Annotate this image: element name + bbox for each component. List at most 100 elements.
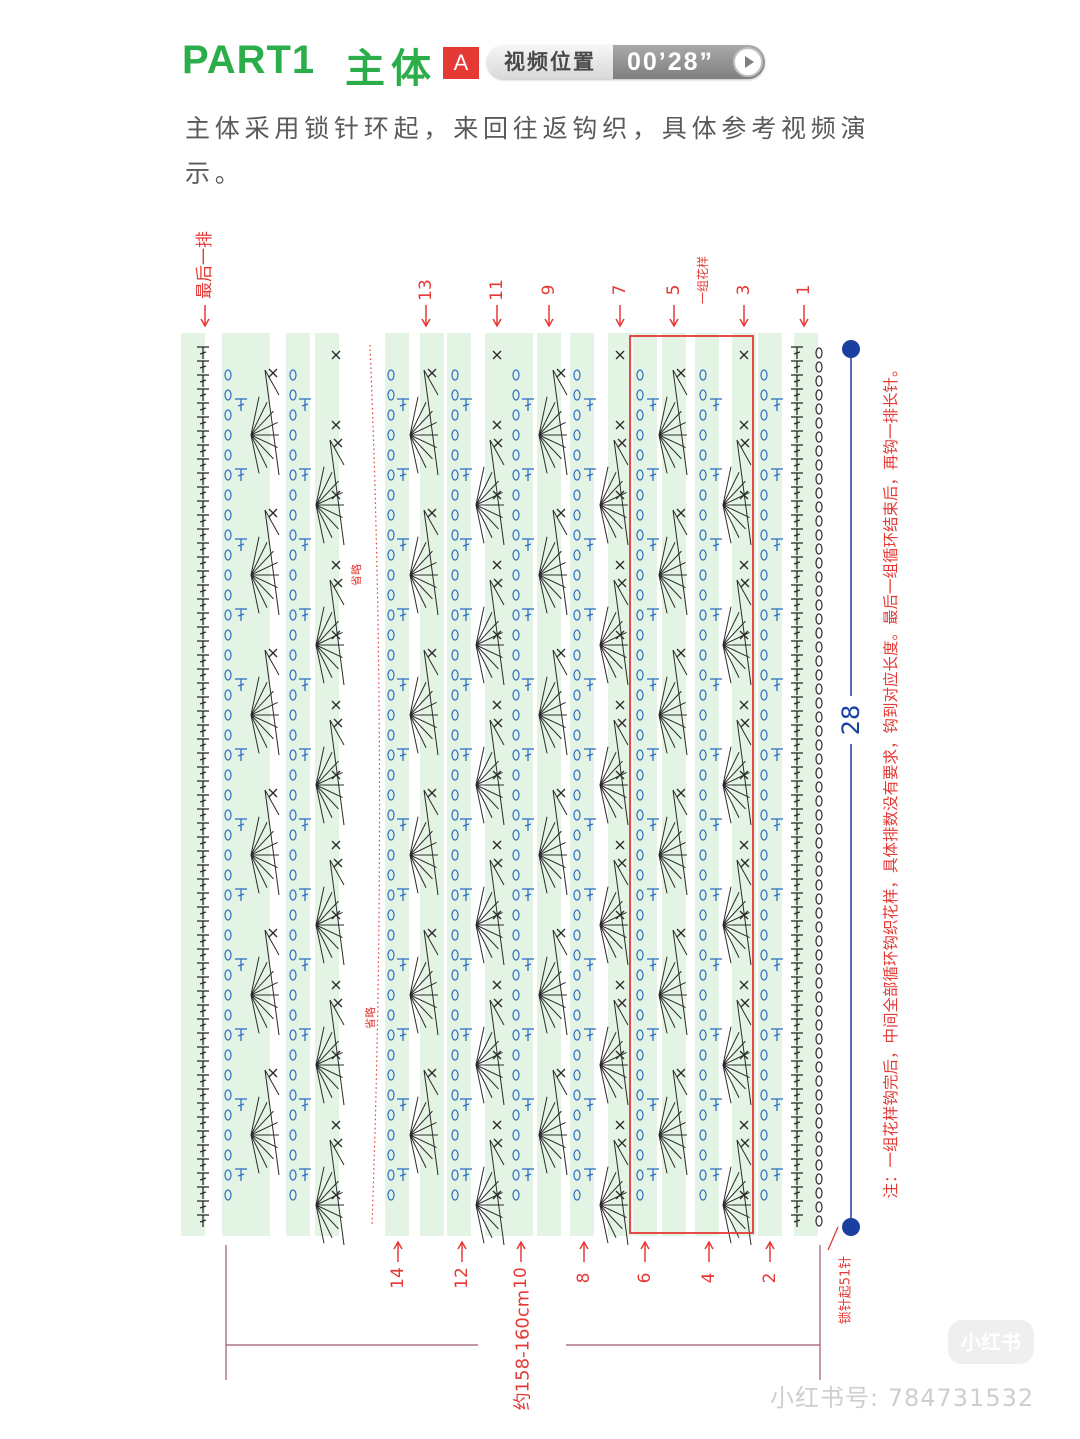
start-chain-pointer — [827, 1226, 839, 1251]
blue-treble-stitch — [399, 543, 407, 547]
chain-stitch — [699, 449, 707, 461]
shell-fan-spoke — [538, 434, 566, 449]
single-crochet — [493, 578, 503, 588]
chain-stitch — [224, 609, 232, 621]
chain-stitch — [289, 609, 297, 621]
shell-fan-spoke — [722, 924, 746, 950]
chain-stitch — [289, 749, 297, 761]
zigzag-chain — [264, 789, 280, 896]
shell-fan-spoke — [315, 480, 339, 506]
single-crochet — [615, 980, 625, 990]
shell-fan-spoke — [250, 574, 268, 608]
blue-treble-stitch — [301, 613, 309, 617]
shell-fan-spoke — [409, 714, 427, 748]
chain-stitch — [573, 589, 581, 601]
shell-fan-spoke — [409, 574, 419, 614]
video-position-pill[interactable]: 视频位置 00’28” — [487, 45, 765, 79]
chain-stitch — [573, 689, 581, 701]
chain-stitch — [815, 1145, 823, 1157]
blue-treble-stitch — [237, 1033, 245, 1037]
chain-stitch — [512, 929, 520, 941]
chain-stitch — [815, 445, 823, 457]
shell-fan-spoke — [599, 1172, 617, 1206]
shell-fan-spoke — [475, 612, 493, 646]
shell-fan-spoke — [250, 396, 260, 436]
chain-stitch — [289, 469, 297, 481]
bottom-row-label: 12 — [452, 1267, 472, 1289]
row-band — [420, 333, 444, 1236]
chain-stitch — [387, 1169, 395, 1181]
single-crochet — [615, 1190, 625, 1200]
shell-fan-spoke — [250, 854, 278, 869]
chain-stitch — [636, 649, 644, 661]
chain-stitch — [387, 469, 395, 481]
chain-stitch — [636, 609, 644, 621]
zigzag-chain — [423, 649, 439, 756]
chain-stitch — [636, 1169, 644, 1181]
shell-fan-spoke — [250, 854, 274, 880]
chain-stitch — [451, 429, 459, 441]
blue-treble-stitch — [301, 403, 309, 407]
shell-fan-spoke — [250, 854, 260, 894]
shell-fan-spoke — [658, 574, 676, 608]
treble-stitch — [199, 407, 207, 411]
shell-fan-spoke — [475, 504, 503, 519]
chain-stitch — [451, 749, 459, 761]
treble-stitch — [199, 519, 207, 523]
chain-stitch — [573, 709, 581, 721]
chain-stitch — [289, 829, 297, 841]
chain-stitch — [636, 869, 644, 881]
shell-fan-spoke — [722, 924, 732, 964]
shell-fan-spoke — [315, 1064, 333, 1098]
shell-fan-spoke — [315, 771, 343, 786]
chain-stitch — [289, 1169, 297, 1181]
chain-stitch — [760, 1069, 768, 1081]
single-crochet — [492, 910, 502, 920]
chain-stitch — [224, 889, 232, 901]
chain-stitch — [289, 589, 297, 601]
zigzag-chain — [736, 579, 752, 686]
shell-fan-spoke — [250, 1134, 278, 1149]
shell-fan-spoke — [315, 1064, 325, 1104]
down-arrow-icon — [492, 318, 502, 328]
chain-stitch — [451, 369, 459, 381]
chain-stitch — [224, 769, 232, 781]
treble-stitch — [793, 617, 801, 621]
shell-fan-spoke — [315, 1204, 333, 1238]
chain-stitch — [636, 929, 644, 941]
blue-treble-stitch — [301, 543, 309, 547]
blue-treble-stitch — [712, 963, 720, 967]
chain-stitch — [387, 729, 395, 741]
chain-stitch — [636, 509, 644, 521]
single-crochet — [331, 350, 341, 360]
shell-fan-spoke — [599, 886, 609, 926]
chain-stitch — [289, 1029, 297, 1041]
single-crochet — [331, 840, 341, 850]
shell-fan-spoke — [538, 854, 562, 880]
treble-stitch — [199, 967, 207, 971]
chain-stitch — [451, 829, 459, 841]
shell-fan-spoke — [409, 822, 427, 856]
treble-stitch — [793, 841, 801, 845]
shell-fan-spoke — [599, 784, 609, 824]
treble-stitch — [199, 1163, 207, 1167]
blue-treble-stitch — [462, 683, 470, 687]
single-crochet — [331, 980, 341, 990]
chain-stitch — [573, 1129, 581, 1141]
blue-treble-stitch — [773, 823, 781, 827]
chain-stitch — [451, 889, 459, 901]
treble-stitch — [199, 561, 207, 565]
chain-stitch — [699, 1049, 707, 1061]
play-icon[interactable] — [733, 47, 763, 77]
blue-treble-stitch — [773, 683, 781, 687]
single-crochet — [617, 1138, 627, 1148]
shell-fan-spoke — [315, 1204, 339, 1230]
shell-fan-spoke — [538, 690, 562, 716]
chain-stitch — [224, 709, 232, 721]
shell-fan-spoke — [722, 1064, 750, 1079]
treble-stitch — [793, 547, 801, 551]
zigzag-chain — [672, 789, 688, 896]
chain-stitch — [573, 789, 581, 801]
single-crochet — [331, 490, 341, 500]
